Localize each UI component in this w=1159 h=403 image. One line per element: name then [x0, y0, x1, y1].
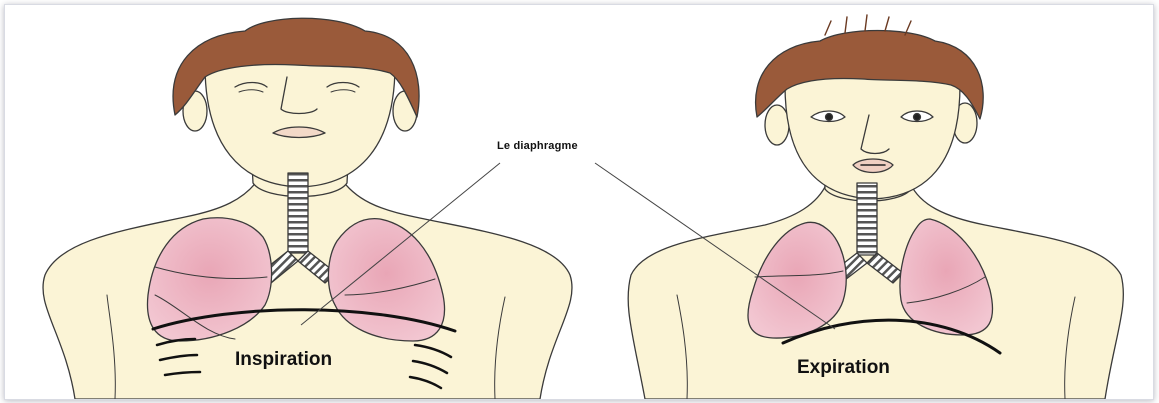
diagram-frame: Le diaphragme Inspiration Expiration [4, 4, 1154, 400]
trachea [288, 173, 308, 253]
expiration-caption: Expiration [797, 357, 890, 379]
diaphragm-label: Le diaphragme [497, 140, 578, 152]
inspiration-caption: Inspiration [235, 349, 332, 371]
trachea [857, 183, 877, 255]
expiration-figure [628, 15, 1123, 399]
breathing-illustration [5, 5, 1153, 399]
inspiration-figure [43, 18, 572, 399]
